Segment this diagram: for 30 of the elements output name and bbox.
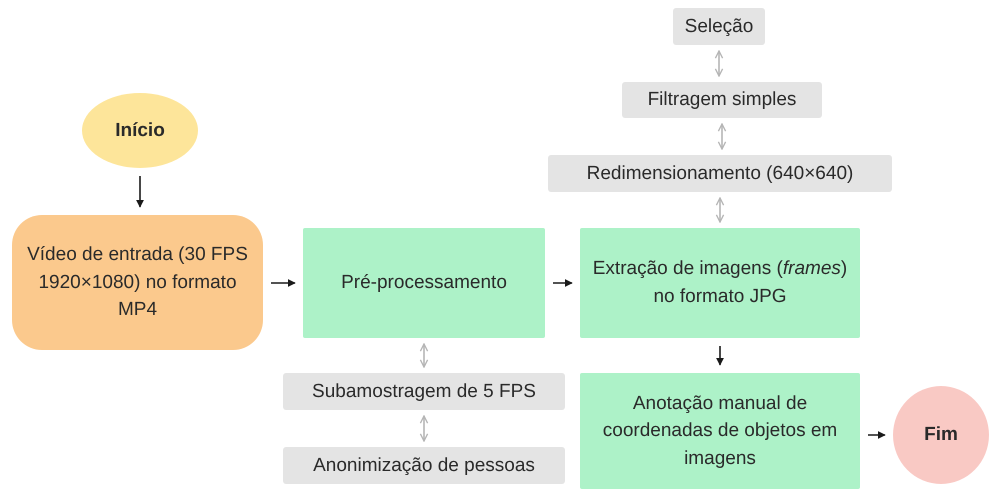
node-label: Extração de imagens (frames) no formato JPG [592, 257, 848, 309]
step-box [283, 373, 565, 410]
arrow [718, 123, 726, 150]
arrow [136, 176, 144, 208]
arrow [716, 197, 724, 223]
node-label: Início [115, 118, 165, 143]
step-box [548, 155, 892, 192]
arrow [271, 279, 296, 287]
node-label: Vídeo de entrada (30 FPS 1920×1080) no formato MP4 [26, 243, 249, 322]
arrow [420, 343, 428, 368]
node-label: Redimensionamento (640×640) [586, 162, 854, 186]
arrow [553, 279, 573, 287]
arrow [716, 346, 724, 366]
node-label: Anonimização de pessoas [313, 454, 535, 478]
node-label: Subamostragem de 5 FPS [312, 380, 536, 404]
process-box [580, 228, 860, 338]
arrow [714, 50, 724, 77]
step-box [622, 82, 822, 118]
step-box [673, 8, 765, 45]
node-label: Filtragem simples [648, 88, 796, 112]
process-box [303, 228, 545, 338]
process-box [580, 373, 860, 489]
arrow [868, 431, 886, 439]
arrow [420, 415, 428, 442]
node-label: Fim [924, 423, 958, 448]
node-label: Seleção [684, 14, 754, 39]
input-box [12, 215, 263, 350]
node-label: Anotação manual de coordenadas de objetos em imagens [602, 392, 838, 471]
step-box [283, 447, 565, 484]
node-label: Pré-processamento [341, 271, 507, 296]
